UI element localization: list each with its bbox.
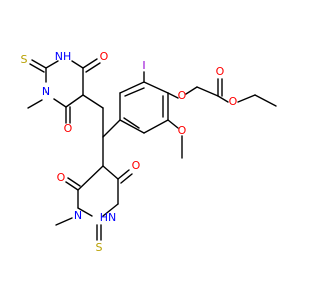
lower-ring-left-oxygen-label: O [57,171,66,184]
structure-diagram: I O O O O NH O S N O O O N HN S [21,50,277,254]
upper-ring-nh-label: NH [55,50,72,63]
carbonyl-oxygen-label: O [216,65,225,78]
molecule-canvas: I O O O O NH O S N O O O N HN S [21,50,277,254]
atom-labels: I O O O O NH O S N O O O N HN S [21,50,238,254]
ester-oxygen-label: O [229,95,238,108]
lower-ring-hn-label: HN [100,211,117,224]
lower-ring-sulfur-label: S [96,241,103,254]
upper-ring-lower-oxygen-label: O [64,122,73,135]
upper-ring-n-label: N [42,85,50,98]
ether-oxygen-label: O [178,89,187,102]
lower-ring-right-oxygen-label: O [132,159,141,172]
upper-ring-carbonyl-oxygen-label: O [100,50,109,63]
upper-ring-sulfur-label: S [21,53,28,66]
bond-lines [27,58,277,241]
lower-ring-n-label: N [74,209,82,222]
methoxy-oxygen-label: O [178,124,187,137]
iodine-label: I [142,59,145,72]
